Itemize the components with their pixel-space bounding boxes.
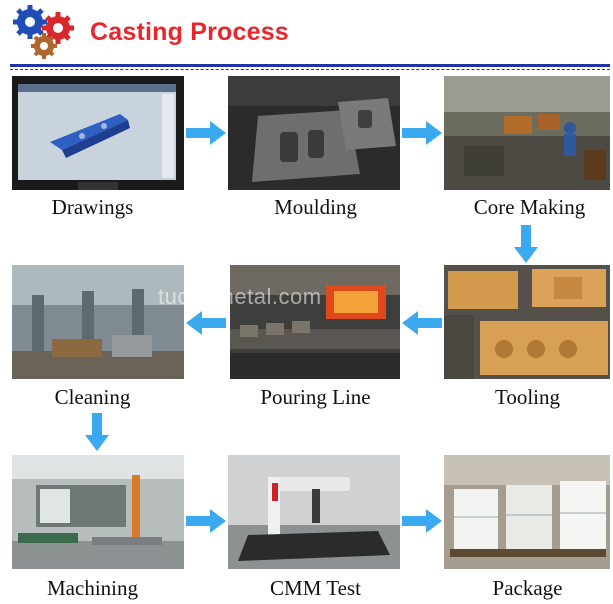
step-label-cmm-test: CMM Test	[270, 576, 361, 600]
cad-monitor-photo	[12, 76, 184, 190]
pattern-tooling-photo	[444, 265, 610, 379]
arrow-right-icon	[402, 121, 442, 145]
watermark-text: tuopumetal.com	[158, 284, 322, 309]
cleaning-shop-photo	[12, 265, 184, 379]
header-divider	[10, 64, 610, 67]
gears-logo-icon	[13, 5, 74, 59]
step-label-package: Package	[492, 576, 563, 600]
header-dashed-divider	[10, 69, 610, 70]
arrow-down-icon	[85, 413, 109, 451]
step-label-pouring-line: Pouring Line	[260, 385, 371, 409]
step-label-tooling: Tooling	[494, 385, 561, 409]
pouring-line-photo	[230, 265, 400, 379]
machining-shop-photo	[12, 455, 184, 569]
arrow-down-icon	[514, 225, 538, 263]
arrow-right-icon	[186, 121, 226, 145]
sand-mould-photo	[228, 76, 400, 190]
step-label-machining: Machining	[47, 576, 138, 600]
step-label-drawings: Drawings	[51, 195, 134, 219]
header: Casting Process	[0, 0, 613, 62]
arrow-right-icon	[402, 509, 442, 533]
cmm-machine-photo	[228, 455, 400, 569]
step-label-moulding: Moulding	[274, 195, 357, 219]
step-label-cleaning: Cleaning	[54, 385, 131, 409]
arrow-right-icon	[186, 509, 226, 533]
arrow-left-icon	[186, 311, 226, 335]
workshop-photo	[444, 76, 610, 190]
page-title: Casting Process	[90, 18, 289, 46]
step-label-core-making: Core Making	[473, 195, 586, 219]
packaged-pallets-photo	[444, 455, 610, 569]
arrow-left-icon	[402, 311, 442, 335]
